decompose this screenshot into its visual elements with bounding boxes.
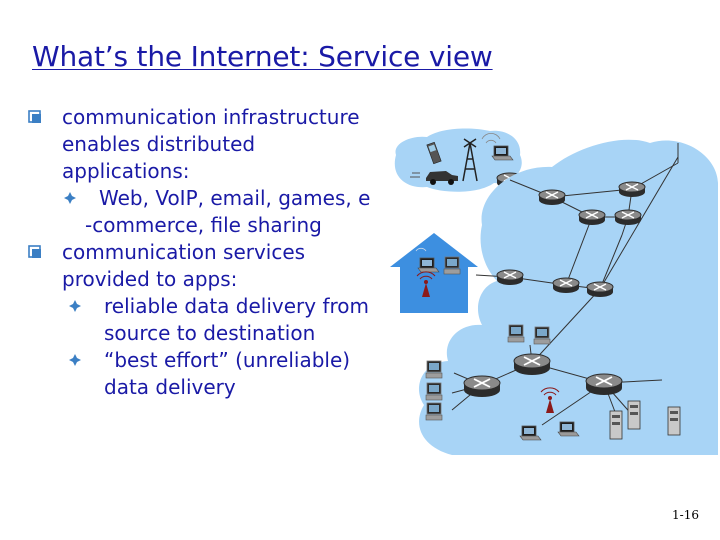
desktop-icon	[507, 324, 525, 343]
server-icon	[609, 410, 623, 440]
desktop-icon	[533, 326, 551, 345]
sub-bullet-text-line: reliable data delivery from	[104, 294, 369, 318]
page-number: 1-16	[672, 508, 699, 522]
bullet-text-line: communication infrastructure	[62, 105, 360, 129]
desktop-icon	[443, 256, 461, 275]
desktop-icon	[425, 402, 443, 421]
router-icon	[463, 375, 501, 398]
sub-bullet-text-line: Web, VoIP, email, games, e	[99, 186, 371, 210]
bullet-list: communication infrastructure enables dis…	[28, 104, 388, 401]
bullet-text-line: enables distributed	[62, 132, 256, 156]
router-icon	[513, 353, 551, 376]
internet-network-diagram	[390, 128, 718, 455]
home-network-shape	[390, 233, 478, 313]
cellphone-icon	[426, 141, 442, 165]
bullet-item: communication services provided to apps:	[28, 239, 388, 293]
router-icon	[496, 269, 524, 286]
sub-bullet-text-line: source to destination	[104, 321, 316, 345]
router-icon	[552, 277, 580, 294]
bullet-text-line: communication services	[62, 240, 306, 264]
slide-title: What’s the Internet: Service view	[32, 40, 493, 73]
router-icon	[586, 281, 614, 298]
router-icon	[538, 189, 566, 206]
cell-tower-icon	[462, 138, 478, 182]
router-icon	[578, 209, 606, 226]
sub-bullet-text-line: “best effort” (unreliable)	[104, 348, 351, 372]
sub-bullet-text-line: -commerce, file sharing	[85, 213, 322, 237]
router-icon	[585, 373, 623, 396]
sub-bullet-item: reliable data delivery from source to de…	[13, 293, 388, 347]
bullet-text-line: provided to apps:	[62, 267, 238, 291]
diamond-bullet-icon	[64, 192, 76, 204]
desktop-icon	[425, 382, 443, 401]
sub-bullet-text-line: data delivery	[104, 375, 236, 399]
mobile-network-cloud	[394, 128, 522, 192]
q-bullet-icon	[28, 245, 41, 258]
router-icon	[618, 181, 646, 198]
server-icon	[667, 406, 681, 436]
desktop-icon	[425, 360, 443, 379]
sub-bullet-item: Web, VoIP, email, games, e -commerce, fi…	[8, 185, 388, 239]
diamond-bullet-icon	[69, 354, 81, 366]
router-icon	[614, 209, 642, 226]
car-icon	[410, 171, 458, 185]
isp-network-cloud	[418, 139, 718, 455]
sub-bullet-item: “best effort” (unreliable) data delivery	[13, 347, 388, 401]
server-icon	[627, 400, 641, 430]
bullet-text-line: applications:	[62, 159, 190, 183]
diamond-bullet-icon	[69, 300, 81, 312]
q-bullet-icon	[28, 110, 41, 123]
bullet-item: communication infrastructure enables dis…	[28, 104, 388, 185]
